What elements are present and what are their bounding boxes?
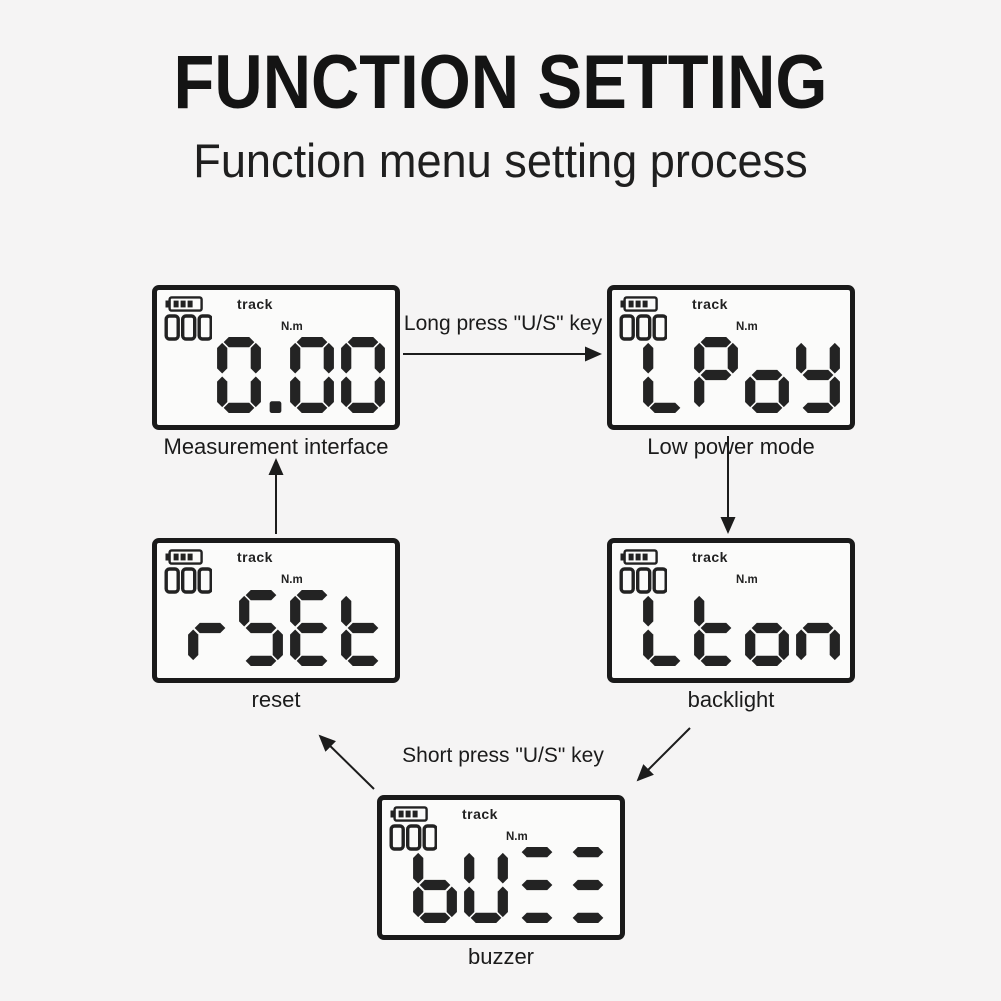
counter-digits xyxy=(164,314,212,341)
battery-icon xyxy=(390,806,428,822)
unit-label: N.m xyxy=(506,831,528,843)
page-subtitle: Function menu setting process xyxy=(193,134,808,187)
counter-digits xyxy=(164,567,212,594)
lcd-caption: reset xyxy=(251,687,301,712)
counter-digits xyxy=(389,824,437,851)
battery-icon xyxy=(165,296,203,312)
lcd-screen: track N.m xyxy=(607,538,855,683)
page-title: FUNCTION SETTING xyxy=(173,40,828,125)
short-press-label: Short press "U/S" key xyxy=(402,744,604,767)
lcd-main-value xyxy=(413,847,610,923)
lcd-caption: Measurement interface xyxy=(163,434,389,459)
lcd-caption: buzzer xyxy=(467,944,535,969)
counter-digits xyxy=(619,567,667,594)
lcd-main-value xyxy=(188,590,385,666)
unit-label: N.m xyxy=(736,574,758,586)
track-label: track xyxy=(692,296,728,312)
arrow-backlight-to-buzzer xyxy=(636,727,691,782)
counter-digits xyxy=(619,314,667,341)
track-label: track xyxy=(237,549,273,565)
lcd-panel-buzzer: track N.m buzzer xyxy=(377,795,625,969)
lcd-screen: track N.m xyxy=(152,285,400,430)
arrow-buzzer-to-reset xyxy=(318,734,375,790)
lcd-caption: Low power mode xyxy=(647,434,815,459)
lcd-panel-low-power: track N.m Low power mode xyxy=(607,285,855,459)
unit-label: N.m xyxy=(281,321,303,333)
lcd-screen: track N.m xyxy=(607,285,855,430)
battery-icon xyxy=(165,549,203,565)
lcd-main-value xyxy=(643,337,840,413)
unit-label: N.m xyxy=(736,321,758,333)
lcd-caption: backlight xyxy=(687,687,775,712)
lcd-main-value xyxy=(217,337,385,413)
track-label: track xyxy=(237,296,273,312)
unit-label: N.m xyxy=(281,574,303,586)
battery-icon xyxy=(620,296,658,312)
track-label: track xyxy=(462,806,498,822)
lcd-screen: track N.m xyxy=(152,538,400,683)
battery-icon xyxy=(620,549,658,565)
lcd-panel-backlight: track N.m backlight xyxy=(607,538,855,712)
track-label: track xyxy=(692,549,728,565)
lcd-main-value xyxy=(643,590,840,666)
lcd-screen: track N.m xyxy=(377,795,625,940)
long-press-label: Long press "U/S" key xyxy=(403,312,603,335)
lcd-panel-measurement: track N.m Measurement interface xyxy=(152,285,400,459)
lcd-panel-reset: track N.m reset xyxy=(152,538,400,712)
